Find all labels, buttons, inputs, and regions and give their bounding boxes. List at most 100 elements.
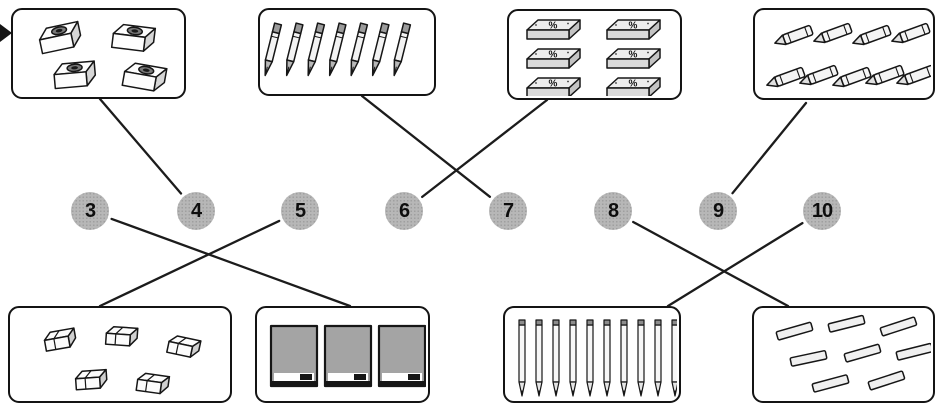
top-box-banknotes: %%%%%% — [507, 9, 682, 100]
pen-icon — [307, 22, 326, 77]
pen-icon — [285, 22, 304, 77]
number-circle-5: 5 — [281, 192, 319, 230]
pencil-icon — [552, 319, 560, 397]
number-circle-9: 9 — [699, 192, 737, 230]
pencil-sharpener-icon — [110, 23, 157, 52]
svg-text:%: % — [549, 79, 558, 90]
chalk-stick-picture-group — [775, 314, 931, 393]
match-line — [666, 221, 804, 308]
bottom-box-notebooks — [255, 306, 430, 403]
number-circle-10: 10 — [803, 192, 841, 230]
pencil-sharpener-icon — [38, 20, 82, 55]
pen-icon — [328, 22, 347, 77]
svg-text:%: % — [549, 21, 558, 32]
bottom-box-chalk-sticks — [752, 306, 935, 403]
pencil-icon — [518, 319, 526, 397]
pencil-icon — [603, 319, 611, 397]
pencil-sharpener-picture-group — [38, 20, 168, 92]
pencil-icon — [535, 319, 543, 397]
banknote-icon: % — [606, 77, 661, 96]
eraser-icon — [74, 368, 108, 391]
notebook-icon — [377, 324, 426, 388]
eraser-icon — [166, 335, 202, 358]
pen-icon — [371, 22, 390, 77]
crayon-icon — [891, 22, 931, 44]
notebook-icon — [323, 324, 373, 388]
number-circle-6: 6 — [385, 192, 423, 230]
crayon-icon — [896, 64, 931, 86]
number-label: 8 — [607, 199, 619, 222]
eraser-icon — [104, 325, 139, 347]
notebook-picture-group — [269, 324, 426, 388]
number-label: 6 — [398, 199, 410, 222]
crayon-icon — [766, 66, 806, 88]
chalk-stick-icon — [811, 374, 850, 393]
bottom-box-erasers — [8, 306, 232, 403]
chalk-stick-icon — [843, 343, 882, 363]
chalk-stick-icon — [775, 321, 814, 341]
pencil-sharpener-icon — [121, 62, 168, 92]
number-label: 10 — [811, 199, 833, 222]
pencil-icon — [620, 319, 628, 397]
crayon-icon — [799, 64, 839, 86]
number-circle-8: 8 — [594, 192, 632, 230]
svg-text:%: % — [629, 79, 638, 90]
crayon-icon — [865, 64, 905, 86]
eraser-picture-group — [43, 325, 202, 395]
pen-icon — [350, 22, 369, 77]
eraser-icon — [43, 327, 77, 352]
chalk-stick-icon — [867, 370, 906, 391]
pencil-icon — [671, 319, 677, 397]
pen-icon — [393, 22, 412, 77]
pencil-icon — [586, 319, 594, 397]
pencil-sharpener-icon — [53, 60, 97, 90]
number-circle-7: 7 — [489, 192, 527, 230]
pencil-icon — [569, 319, 577, 397]
match-line — [110, 217, 352, 308]
banknote-icon: % — [606, 48, 661, 69]
eraser-icon — [135, 372, 171, 395]
crayon-picture-group — [766, 22, 931, 88]
banknote-icon: % — [526, 19, 581, 40]
top-box-crayons — [753, 8, 935, 100]
top-box-pens — [258, 8, 436, 96]
svg-text:%: % — [629, 21, 638, 32]
match-line — [98, 97, 183, 195]
svg-text:%: % — [629, 50, 638, 61]
match-line — [98, 219, 281, 308]
crayon-icon — [852, 24, 892, 46]
bottom-box-pencils — [503, 306, 681, 403]
banknote-icon: % — [526, 77, 581, 96]
crayon-icon — [774, 24, 814, 46]
notebook-icon — [269, 324, 319, 388]
chalk-stick-icon — [879, 316, 918, 337]
chalk-stick-icon — [789, 350, 828, 367]
match-line — [632, 220, 790, 308]
chalk-stick-icon — [827, 314, 866, 333]
svg-text:%: % — [549, 50, 558, 61]
number-circle-4: 4 — [177, 192, 215, 230]
banknote-picture-group: %%%%%% — [526, 19, 661, 96]
crayon-icon — [832, 66, 872, 88]
pencil-picture-group — [518, 319, 677, 397]
pencil-icon — [637, 319, 645, 397]
crayon-icon — [813, 22, 853, 44]
pen-picture-group — [264, 22, 412, 77]
number-label: 9 — [712, 199, 724, 222]
top-box-pencil-sharpeners — [11, 8, 186, 99]
margin-arrow-icon — [0, 24, 12, 42]
banknote-icon: % — [526, 48, 581, 69]
number-circle-3: 3 — [71, 192, 109, 230]
banknote-icon: % — [606, 19, 661, 40]
pen-icon — [264, 22, 283, 77]
number-label: 4 — [190, 199, 202, 222]
match-line — [731, 101, 808, 195]
match-line — [421, 98, 549, 199]
number-label: 5 — [294, 199, 306, 222]
match-line — [360, 94, 492, 198]
pencil-icon — [654, 319, 662, 397]
number-label: 3 — [84, 199, 96, 222]
chalk-stick-icon — [895, 342, 931, 361]
